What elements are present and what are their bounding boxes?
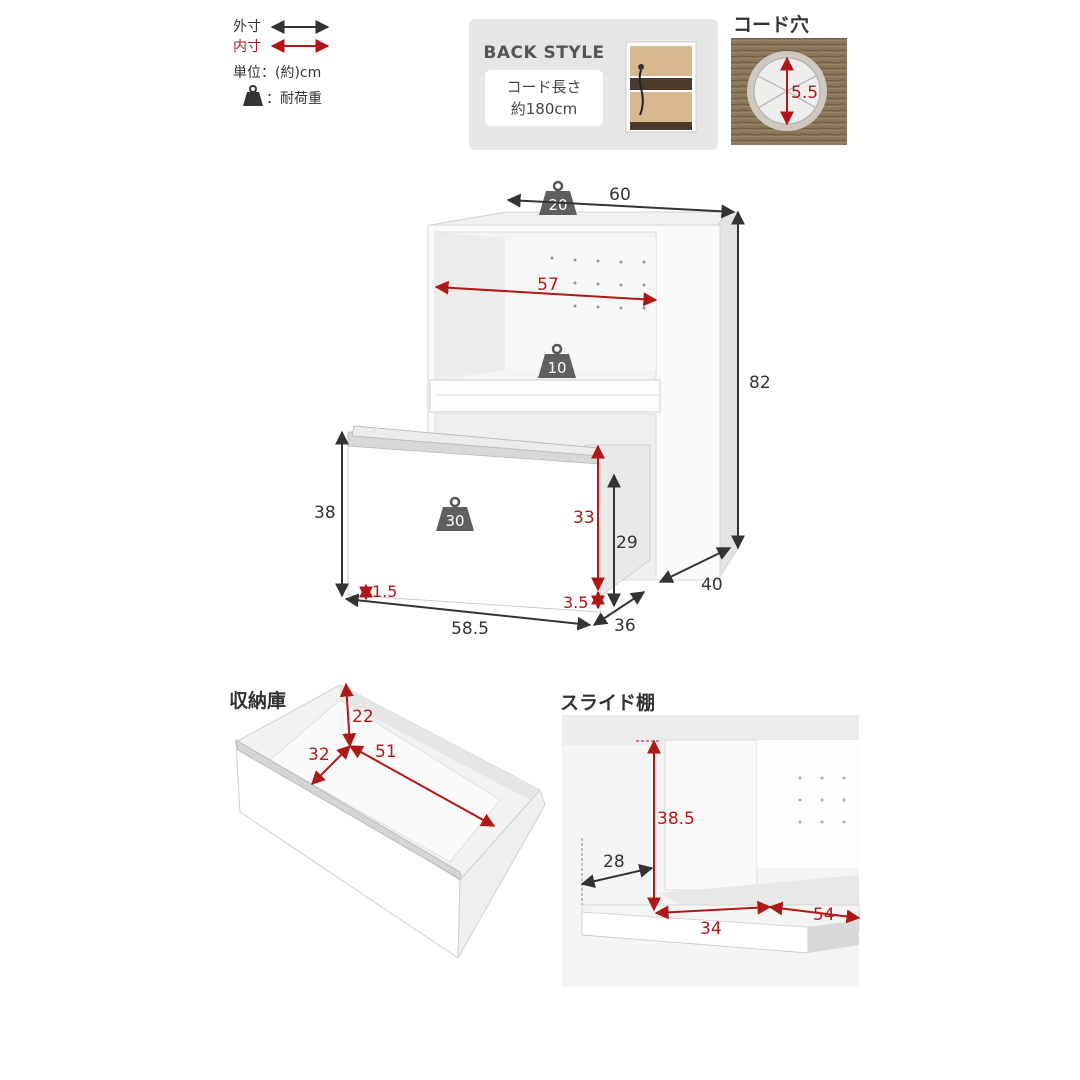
storage-title: 収納庫: [229, 690, 287, 712]
back-style-title: BACK STYLE: [483, 43, 605, 63]
slide-shelf-depth-arrow: [654, 900, 772, 920]
storage-width-label: 51: [375, 742, 397, 762]
shelf-load-weight-icon: 10: [538, 343, 576, 378]
storage-width-arrow: [348, 745, 496, 827]
drawer-width-arrow: [344, 593, 592, 631]
inner-width-arrow: [434, 280, 658, 307]
legend-outer-label: 外寸: [233, 19, 261, 35]
slide-height-label: 38.5: [657, 809, 695, 829]
cord-hole-title: コード穴: [733, 14, 810, 36]
storage-depth-label: 32: [308, 745, 330, 765]
inner-width-label: 57: [537, 275, 559, 295]
back-style-panel: BACK STYLE コード長さ 約180cm: [469, 19, 718, 150]
depth-arrow: [658, 547, 732, 583]
drawer-depth-label: 36: [614, 616, 636, 636]
slide-shelf-illustration: [562, 715, 860, 987]
top-load-value: 20: [548, 196, 567, 214]
storage-height-arrow: [339, 682, 357, 748]
drawer-height-label: 38: [314, 503, 336, 523]
cord-length-label: コード長さ: [506, 78, 582, 96]
slide-depth-label: 28: [603, 852, 625, 872]
drawer-depth-arrow: [592, 591, 646, 626]
storage-detail-illustration: [235, 684, 546, 959]
cord-hole-photo: 5.5: [731, 38, 847, 145]
slide-shelf-title: スライド棚: [560, 692, 656, 714]
legend-load-label: ：耐荷重: [266, 91, 322, 107]
cord-length-value: 約180cm: [510, 100, 578, 118]
back-style-thumbnail: [625, 41, 697, 133]
width-label: 60: [609, 185, 631, 205]
drawer-width-label: 58.5: [451, 619, 489, 639]
storage-height-label: 22: [352, 707, 374, 727]
bottom-gap-label: 3.5: [563, 593, 588, 612]
drawer-load-weight-icon: 30: [436, 496, 474, 531]
shelf-load-value: 10: [547, 359, 566, 377]
weight-icon: [243, 85, 263, 106]
slide-shelf-width-label: 54: [813, 905, 835, 925]
slide-shelf-depth-label: 34: [700, 919, 722, 939]
drawer-load-value: 30: [445, 512, 464, 530]
storage-depth-arrow: [311, 745, 351, 785]
opening-height-label: 29: [616, 533, 638, 553]
slide-depth-arrow: [580, 863, 654, 889]
legend-inner-label: 内寸: [233, 39, 261, 55]
legend-unit-label: 単位：(約)cm: [233, 65, 322, 81]
slide-shelf-width-arrow: [768, 901, 861, 924]
height-label: 82: [749, 373, 771, 393]
top-load-weight-icon: 20: [539, 180, 577, 215]
depth-label: 40: [701, 575, 723, 595]
drawer-inner-height-label: 33: [573, 508, 595, 528]
cord-hole-diameter: 5.5: [791, 83, 818, 103]
base-gap-label: 1.5: [372, 582, 397, 601]
width-arrow: [506, 193, 736, 219]
cord-length-badge: コード長さ 約180cm: [485, 70, 603, 126]
